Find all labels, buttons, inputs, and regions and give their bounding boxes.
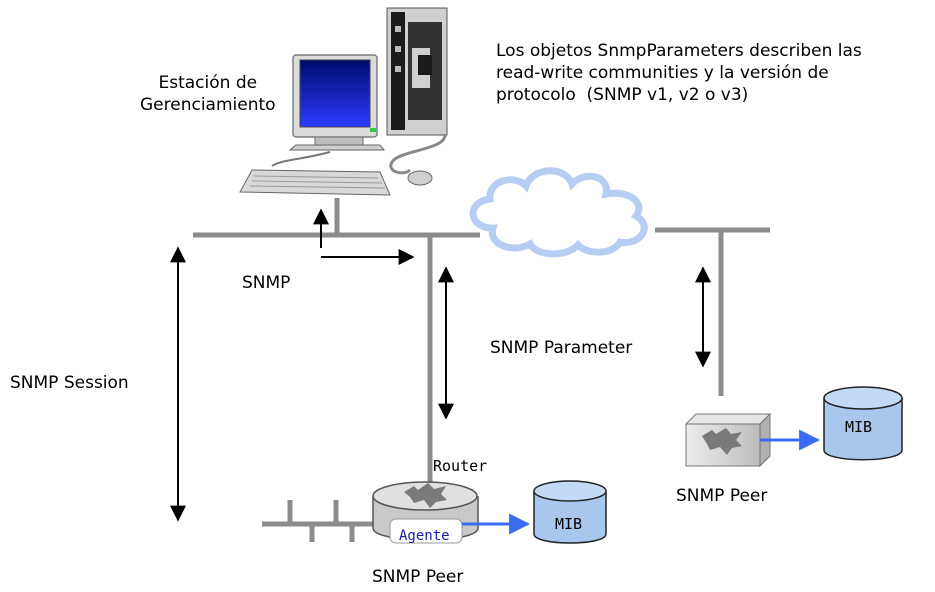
- router-icon: [372, 481, 479, 544]
- router-label: Router: [433, 457, 488, 475]
- agente-label: Agente: [399, 528, 450, 544]
- station-label-line2: Gerenciamiento: [140, 95, 276, 115]
- snmp-parameters-description: Los objetos SnmpParameters describen las…: [496, 40, 862, 106]
- description-line2: read-write communities y la versión de: [496, 63, 829, 83]
- database-cylinder-icon: [533, 480, 607, 544]
- snmp-peer-bottom-label: SNMP Peer: [372, 567, 464, 587]
- station-label-line1: Estación de: [158, 73, 258, 93]
- network-segments: [193, 198, 770, 542]
- mib-links: [462, 429, 821, 535]
- snmp-session-label: SNMP Session: [10, 373, 129, 393]
- description-line1: Los objetos SnmpParameters describen las: [496, 41, 862, 61]
- snmp-label: SNMP: [242, 273, 291, 293]
- arrows: [170, 208, 711, 522]
- mib-right-label: MIB: [845, 418, 873, 436]
- description-line3: protocolo (SNMP v1, v2 o v3): [496, 85, 749, 105]
- switch-device-icon: [684, 412, 772, 468]
- management-station-label: Estación de Gerenciamiento: [140, 72, 276, 116]
- computer-workstation-icon: [239, 7, 448, 196]
- database-cylinder-icon: [823, 386, 903, 461]
- snmp-parameter-label: SNMP Parameter: [490, 338, 633, 358]
- network-cloud-icon: [469, 167, 648, 258]
- mib-left-label: MIB: [555, 515, 583, 533]
- snmp-peer-right-label: SNMP Peer: [676, 486, 768, 506]
